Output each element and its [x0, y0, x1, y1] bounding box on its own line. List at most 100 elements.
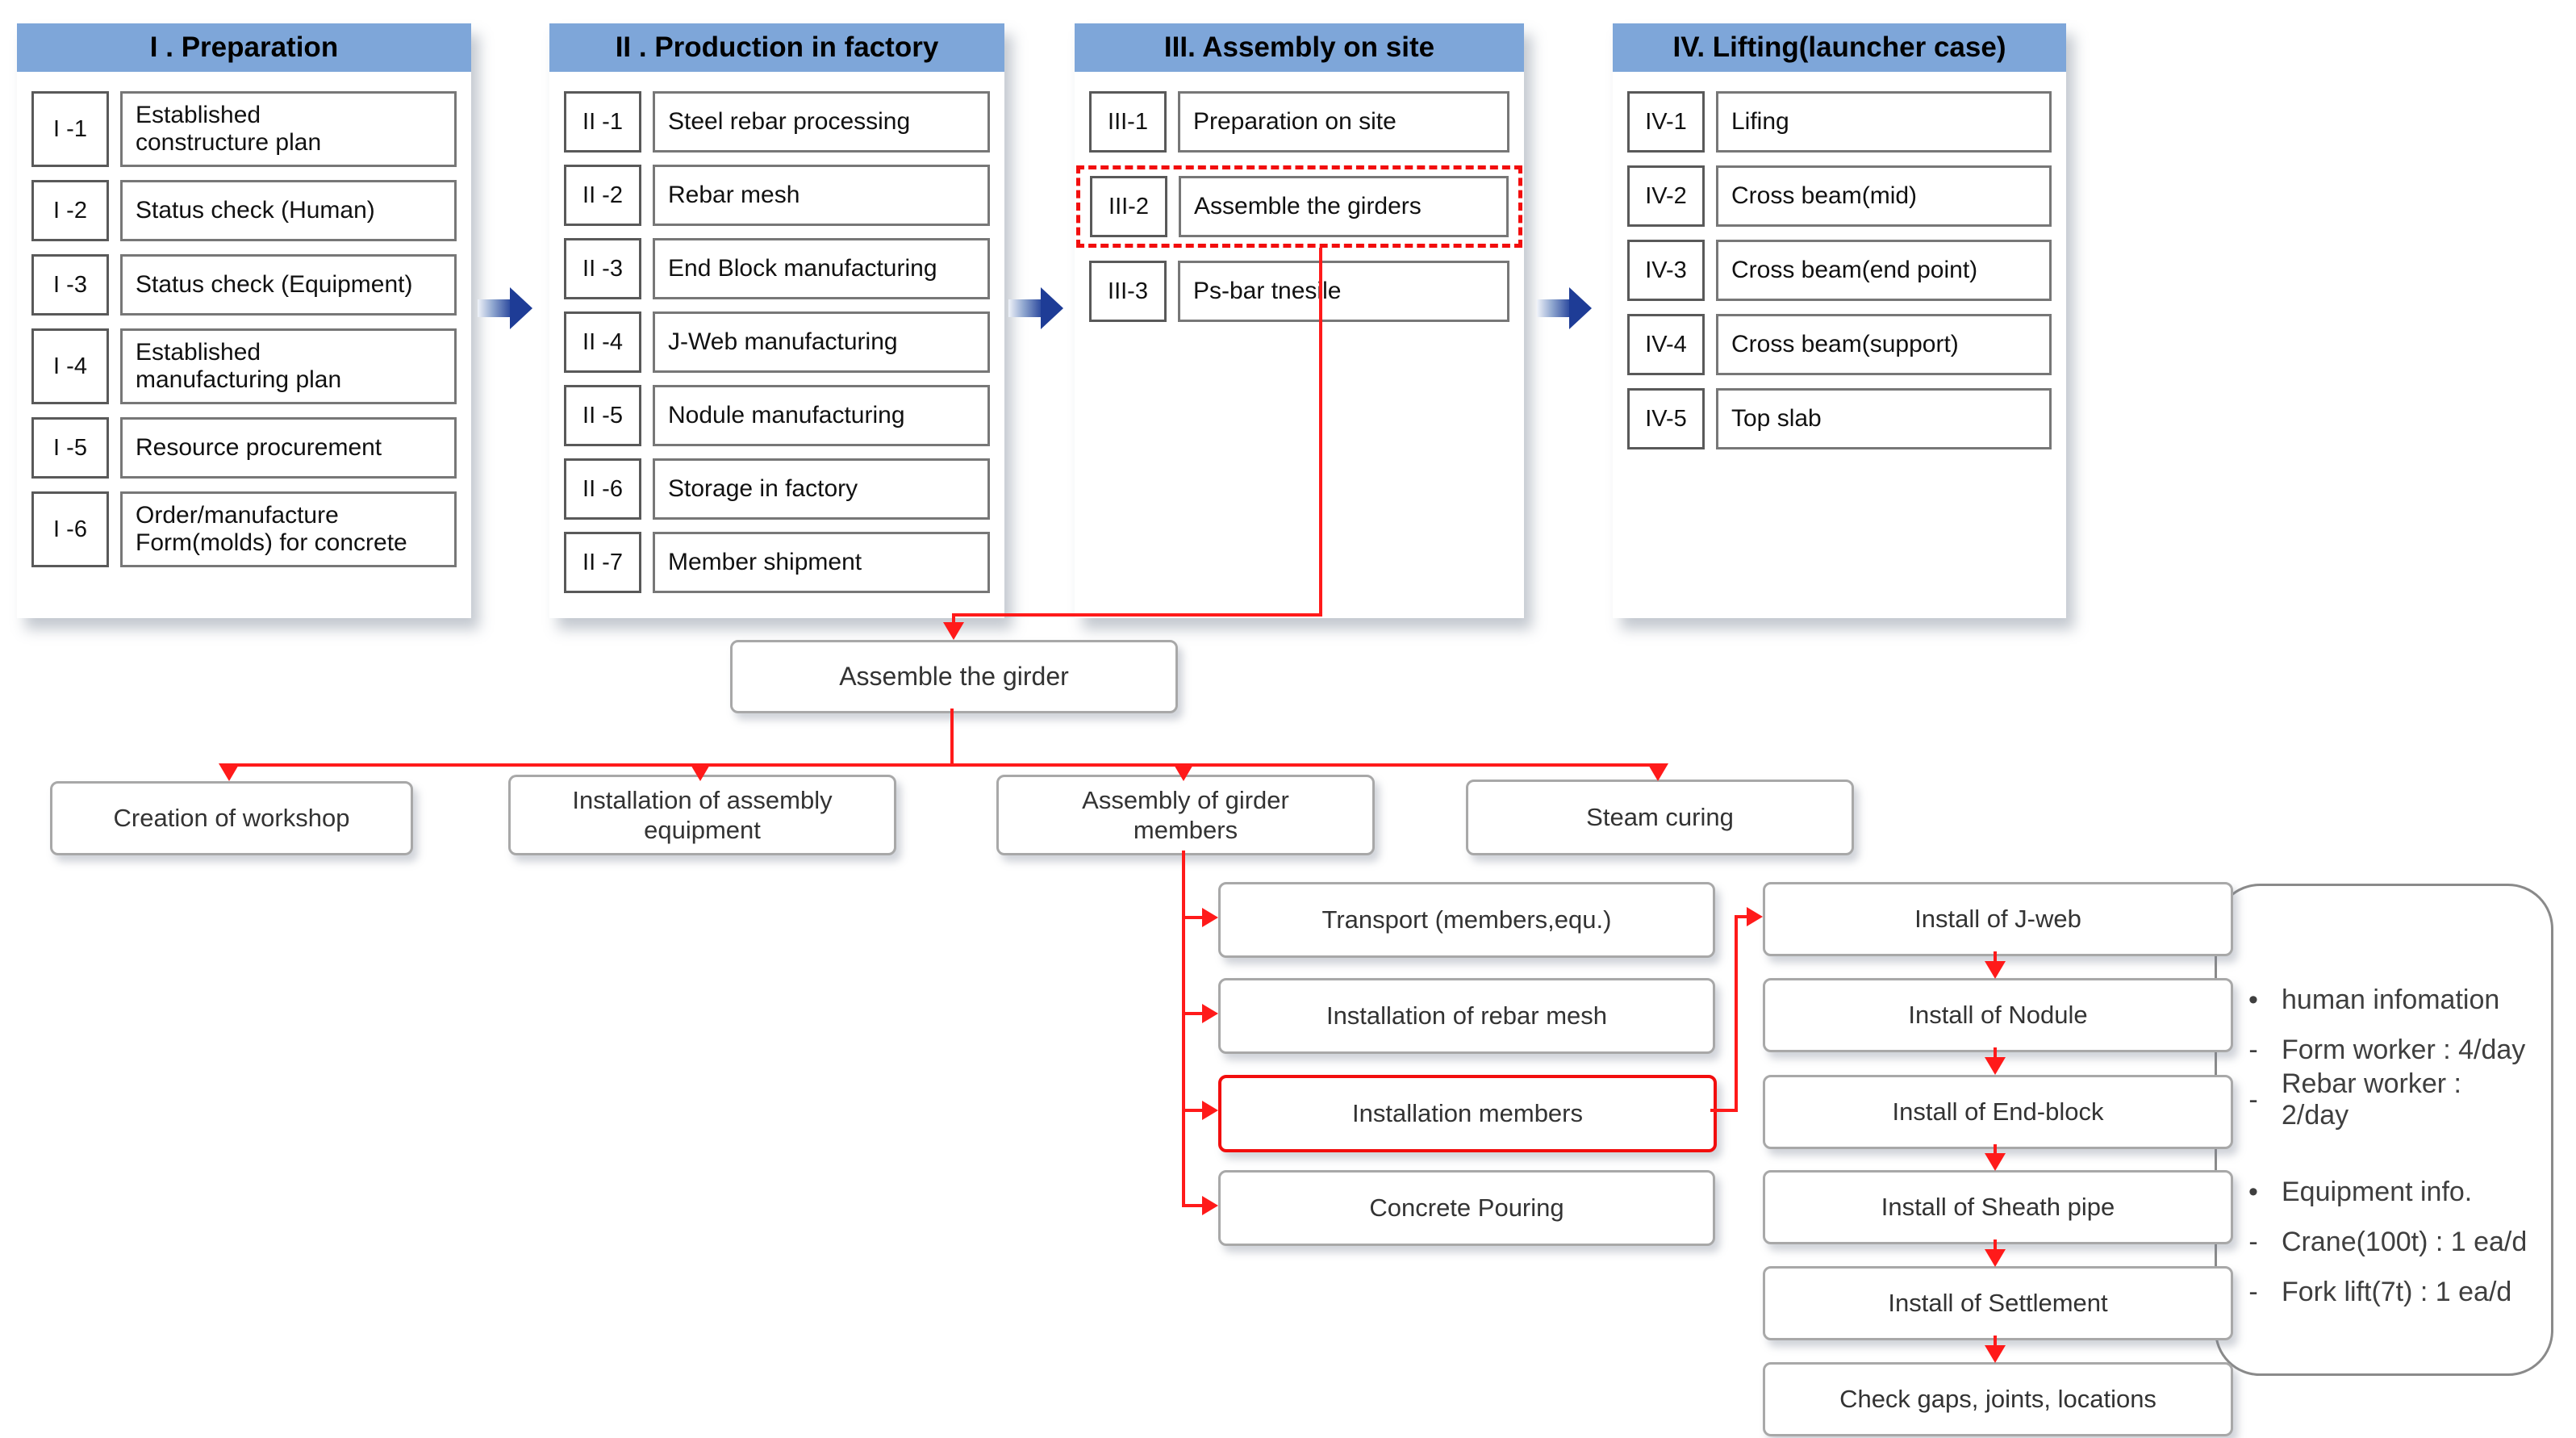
red-arrowhead-icon: [1202, 1196, 1218, 1215]
install-sheath-pipe-box: Install of Sheath pipe: [1763, 1170, 2233, 1244]
phase-steps: IV-1 Lifing IV-2 Cross beam(mid) IV-3 Cr…: [1613, 72, 2066, 469]
red-connector-line: [952, 613, 1322, 617]
phase-arrow-icon: [478, 287, 532, 329]
step-row: III-1 Preparation on site: [1089, 91, 1509, 153]
down-arrow-icon: [1985, 1057, 2006, 1075]
red-arrowhead-icon: [1202, 1101, 1218, 1120]
red-arrowhead-icon: [1173, 763, 1194, 781]
dash-icon: -: [2248, 1034, 2258, 1065]
phase-arrow-icon: [1008, 287, 1063, 329]
check-gaps-joints-box: Check gaps, joints, locations: [1763, 1362, 2233, 1436]
red-connector-line: [1735, 915, 1748, 918]
step-label: Nodule manufacturing: [653, 385, 990, 446]
step-label: Assemble the girders: [1179, 176, 1509, 237]
bullet-icon: •: [2248, 1176, 2258, 1207]
step-number: II -6: [564, 458, 641, 520]
step-label: Preparation on site: [1178, 91, 1509, 153]
phase-steps: III-1 Preparation on site III-2 Assemble…: [1075, 72, 1524, 341]
phase-title: I . Preparation: [17, 23, 471, 72]
note-text: Crane(100t) : 1 ea/d: [2282, 1226, 2528, 1257]
step-row: I -4 Established manufacturing plan: [31, 328, 457, 404]
step-row: II -6 Storage in factory: [564, 458, 990, 520]
step-label: Top slab: [1716, 388, 2052, 449]
note-line: • human infomation: [2240, 975, 2535, 1025]
step-label: Rebar mesh: [653, 165, 990, 226]
red-connector-line: [1994, 1047, 1997, 1059]
down-arrow-icon: [1985, 961, 2006, 979]
step-number: I -2: [31, 180, 109, 241]
step-number: III-3: [1089, 261, 1167, 322]
bullet-icon: •: [2248, 984, 2258, 1015]
red-connector-line: [1182, 916, 1204, 919]
step-row: I -3 Status check (Equipment): [31, 254, 457, 316]
step-label: J-Web manufacturing: [653, 311, 990, 373]
phase-arrow-icon: [1537, 287, 1592, 329]
dash-icon: -: [2248, 1226, 2258, 1257]
phase-steps: II -1 Steel rebar processing II -2 Rebar…: [549, 72, 1004, 612]
note-line: - Form worker : 4/day: [2240, 1025, 2535, 1075]
red-connector-line: [950, 709, 954, 765]
step-number: I -6: [31, 491, 109, 567]
step-row: I -1 Established constructure plan: [31, 91, 457, 167]
red-arrowhead-icon: [690, 763, 711, 781]
red-connector-line: [1994, 1336, 1997, 1347]
red-connector-line: [1182, 1012, 1204, 1015]
red-connector-line: [1735, 915, 1738, 1112]
step-number: II -7: [564, 532, 641, 593]
note-text: Fork lift(7t) : 1 ea/d: [2282, 1276, 2512, 1307]
step-label: Status check (Equipment): [120, 254, 457, 316]
install-settlement-box: Install of Settlement: [1763, 1266, 2233, 1340]
red-arrowhead-icon: [219, 763, 240, 781]
step-row: III-3 Ps-bar tnesile: [1089, 261, 1509, 322]
phase-panel-production: II . Production in factory II -1 Steel r…: [549, 23, 1004, 618]
step-number: II -4: [564, 311, 641, 373]
note-line: • Equipment info.: [2240, 1167, 2535, 1217]
highlight-dashed-box: III-2 Assemble the girders: [1076, 165, 1522, 248]
step-label: End Block manufacturing: [653, 238, 990, 299]
step-label: Status check (Human): [120, 180, 457, 241]
step-number: IV-3: [1627, 240, 1705, 301]
step-row: I -5 Resource procurement: [31, 417, 457, 479]
step-label: Established manufacturing plan: [120, 328, 457, 404]
step-number: II -2: [564, 165, 641, 226]
note-text: human infomation: [2282, 984, 2500, 1015]
install-jweb-box: Install of J-web: [1763, 882, 2233, 956]
step-label: Member shipment: [653, 532, 990, 593]
red-connector-line: [1182, 1109, 1204, 1112]
step-number: II -3: [564, 238, 641, 299]
step-label: Order/manufacture Form(molds) for concre…: [120, 491, 457, 567]
red-connector-line: [1994, 1239, 1997, 1251]
red-connector-line: [1182, 851, 1185, 1207]
step-number: III-2: [1090, 176, 1167, 237]
step-row: II -5 Nodule manufacturing: [564, 385, 990, 446]
install-nodule-box: Install of Nodule: [1763, 978, 2233, 1052]
down-arrow-icon: [1985, 1345, 2006, 1363]
step-number: I -5: [31, 417, 109, 479]
dash-icon: -: [2248, 1276, 2258, 1307]
creation-of-workshop-box: Creation of workshop: [50, 781, 413, 855]
red-connector-line: [952, 613, 955, 625]
step-number: IV-1: [1627, 91, 1705, 153]
red-arrowhead-icon: [1647, 763, 1668, 781]
step-number: II -5: [564, 385, 641, 446]
phase-steps: I -1 Established constructure plan I -2 …: [17, 72, 471, 587]
step-row: II -4 J-Web manufacturing: [564, 311, 990, 373]
note-text: Equipment info.: [2282, 1176, 2473, 1207]
phase-title: II . Production in factory: [549, 23, 1004, 72]
note-line: - Rebar worker : 2/day: [2240, 1068, 2535, 1131]
phase-panel-preparation: I . Preparation I -1 Established constru…: [17, 23, 471, 618]
step-row: I -2 Status check (Human): [31, 180, 457, 241]
step-row: II -7 Member shipment: [564, 532, 990, 593]
note-line: - Crane(100t) : 1 ea/d: [2240, 1217, 2535, 1267]
step-number: II -1: [564, 91, 641, 153]
step-row: II -3 End Block manufacturing: [564, 238, 990, 299]
step-row: IV-3 Cross beam(end point): [1627, 240, 2052, 301]
note-line: - Fork lift(7t) : 1 ea/d: [2240, 1267, 2535, 1317]
step-row: IV-2 Cross beam(mid): [1627, 165, 2052, 227]
steam-curing-box: Steam curing: [1466, 780, 1854, 855]
step-number: IV-5: [1627, 388, 1705, 449]
red-connector-line: [1319, 248, 1322, 615]
step-row: IV-4 Cross beam(support): [1627, 314, 2052, 375]
step-label: Lifing: [1716, 91, 2052, 153]
